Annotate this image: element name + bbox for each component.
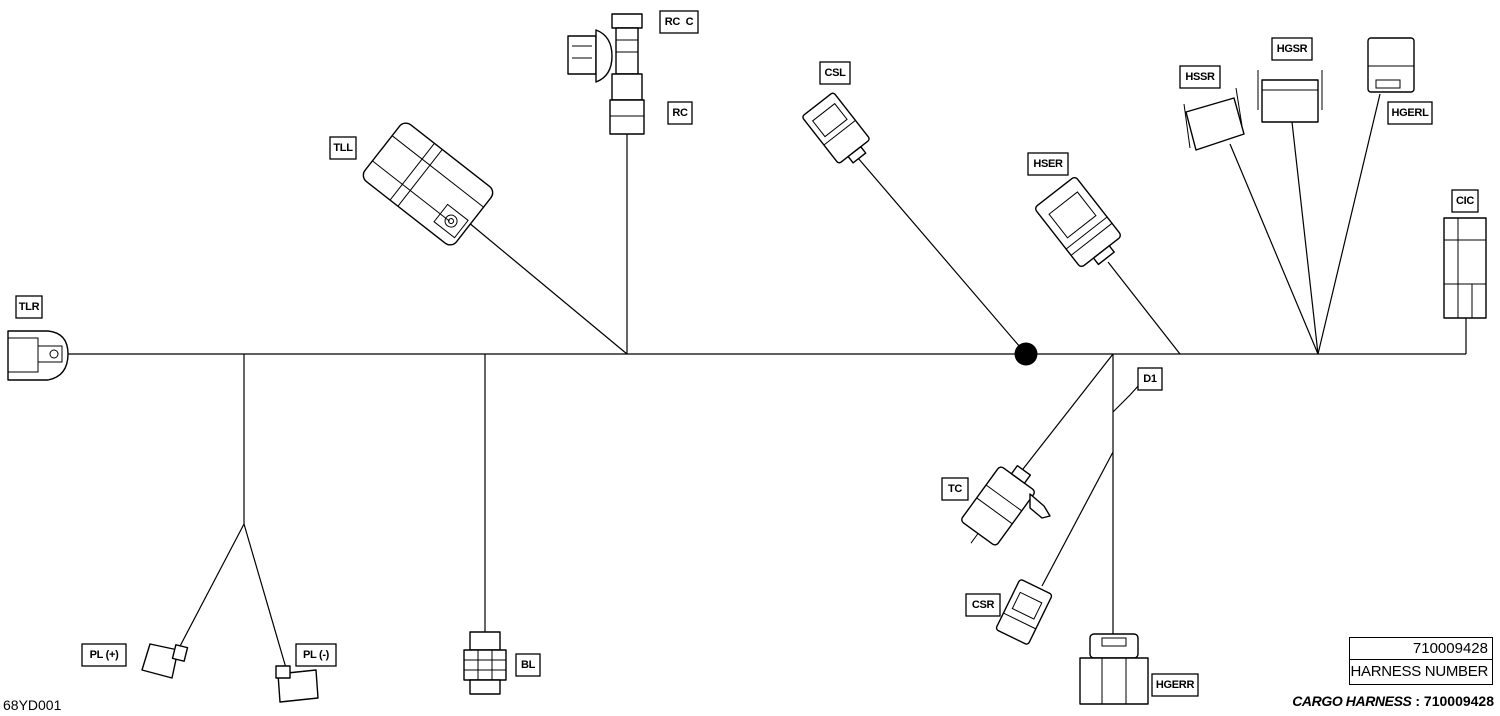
- label-tc-text: TC: [948, 483, 962, 495]
- hgerl-connector: [1367, 37, 1415, 93]
- csr-branch-wire: [1041, 451, 1114, 587]
- csr-connector: [995, 579, 1053, 645]
- label-tll: TLL: [329, 136, 357, 160]
- label-tc: TC: [941, 477, 969, 501]
- label-csl-text: CSL: [824, 67, 846, 79]
- bl-connector: [463, 631, 507, 695]
- csl-connector: [802, 92, 870, 164]
- hser-connector: [1035, 176, 1121, 268]
- pl-minus-wire: [243, 523, 287, 669]
- label-d1-text: D1: [1143, 373, 1157, 385]
- label-cic: CIC: [1451, 189, 1479, 213]
- tc-connector: [961, 465, 1035, 546]
- cargo-harness-label: CARGO HARNESS: [1292, 693, 1412, 709]
- label-pl-plus-text: PL (+): [90, 649, 120, 661]
- label-hgsr-text: HGSR: [1277, 43, 1308, 55]
- label-rcc: RC C: [659, 10, 699, 34]
- label-cic-text: CIC: [1456, 195, 1474, 207]
- label-pl-minus-text: PL (-): [303, 649, 330, 661]
- tc-branch-wire: [1015, 353, 1114, 479]
- label-bl: BL: [515, 653, 541, 677]
- figure-code: 68YD001: [3, 697, 62, 713]
- cargo-harness-separator: :: [1415, 693, 1421, 709]
- label-hgerl: HGERL: [1387, 101, 1433, 125]
- hssr-branch-wire: [1229, 143, 1319, 355]
- hssr-connector: [1183, 87, 1245, 151]
- hgerr-connector: [1079, 633, 1149, 705]
- harness-number-value: 710009428: [1349, 637, 1493, 659]
- wire-harness: [68, 93, 1467, 669]
- pl-minus-connector: [275, 665, 319, 703]
- label-hser: HSER: [1027, 152, 1069, 176]
- label-tll-text: TLL: [333, 142, 353, 154]
- label-csr-text: CSR: [972, 599, 995, 611]
- label-tlr: TLR: [15, 295, 43, 319]
- label-csl: CSL: [819, 61, 851, 85]
- tll-branch-wire: [467, 221, 628, 355]
- label-csr: CSR: [965, 593, 1001, 617]
- label-hssr: HSSR: [1179, 65, 1221, 89]
- label-hgsr: HGSR: [1271, 37, 1313, 61]
- label-hssr-text: HSSR: [1185, 71, 1215, 83]
- label-bl-text: BL: [521, 659, 536, 671]
- label-rcc-text: RC C: [665, 16, 694, 28]
- tll-connector: [362, 122, 494, 246]
- hgsr-connector: [1257, 70, 1323, 123]
- label-hser-text: HSER: [1033, 158, 1063, 170]
- tc-mount-screw: [1029, 493, 1051, 519]
- splice-dot: [1014, 342, 1038, 366]
- hgsr-branch-wire: [1291, 121, 1319, 355]
- hgerl-branch-wire: [1317, 93, 1381, 355]
- label-hgerr-text: HGERR: [1156, 679, 1195, 691]
- rc-connector: [567, 13, 645, 135]
- d1-leader: [1112, 383, 1141, 413]
- pl-plus-wire: [177, 523, 245, 651]
- harness-number-caption: HARNESS NUMBER: [1349, 659, 1493, 685]
- cargo-harness-line: CARGO HARNESS : 710009428: [1292, 693, 1494, 713]
- label-hgerr: HGERR: [1151, 673, 1199, 697]
- hser-branch-wire: [1107, 261, 1181, 355]
- label-pl-minus: PL (-): [295, 643, 337, 667]
- pl-plus-connector: [141, 643, 189, 679]
- connector-labels: TLR TLL RC C RC CSL HSER HSSR HGSR: [15, 10, 1479, 697]
- cargo-harness-value: 710009428: [1423, 693, 1494, 709]
- label-d1: D1: [1137, 367, 1163, 391]
- label-pl-plus: PL (+): [81, 643, 127, 667]
- tlr-connector: [7, 330, 69, 381]
- csl-branch-wire: [857, 157, 1027, 355]
- label-hgerl-text: HGERL: [1391, 107, 1429, 119]
- label-tlr-text: TLR: [19, 301, 40, 313]
- label-rc: RC: [667, 101, 693, 125]
- cic-connector: [1443, 217, 1487, 319]
- label-rc-text: RC: [672, 107, 688, 119]
